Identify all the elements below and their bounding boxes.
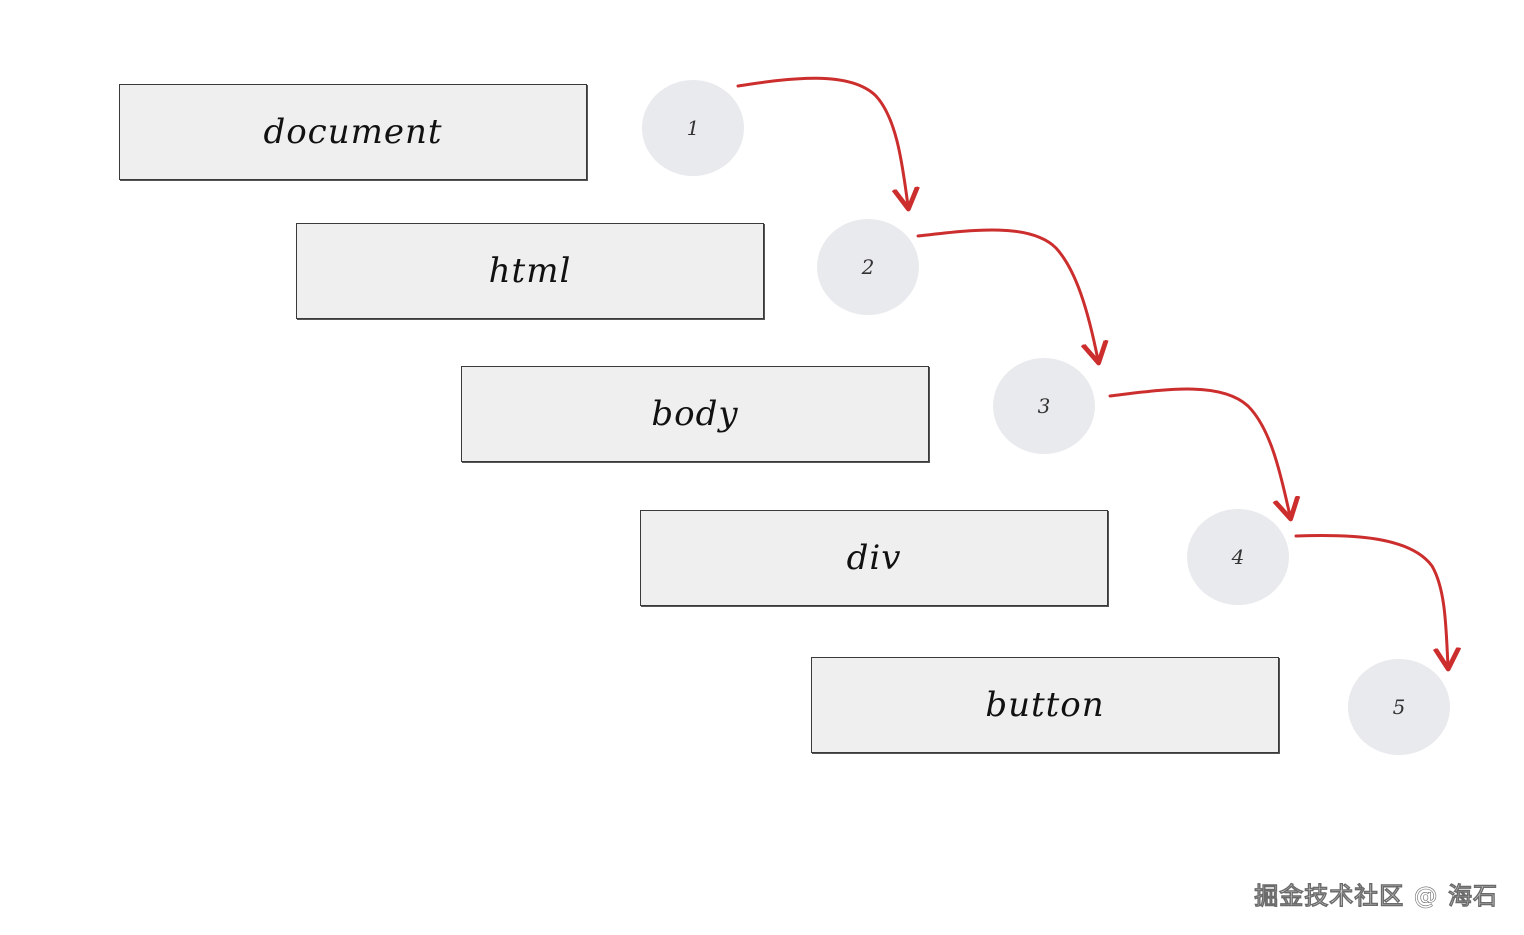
step-circle-2: 2 — [817, 219, 919, 315]
step-circle-4: 4 — [1187, 509, 1289, 605]
step-number: 4 — [1231, 545, 1245, 569]
node-body: body — [461, 366, 929, 462]
node-html: html — [296, 223, 764, 319]
arrow-1-to-2 — [736, 76, 908, 206]
node-button: button — [811, 657, 1279, 753]
step-circle-5: 5 — [1348, 659, 1450, 755]
step-number: 3 — [1037, 394, 1051, 418]
step-number: 2 — [861, 255, 875, 279]
node-label: div — [846, 538, 902, 578]
step-circle-3: 3 — [993, 358, 1095, 454]
arrow-3-to-4 — [1108, 387, 1290, 516]
node-div: div — [640, 510, 1108, 606]
node-document: document — [119, 84, 587, 180]
watermark: 掘金技术社区 @ 海石 — [1254, 882, 1498, 911]
node-label: html — [488, 251, 572, 291]
arrow-2-to-3 — [916, 228, 1098, 360]
node-label: button — [985, 685, 1105, 725]
step-circle-1: 1 — [642, 80, 744, 176]
arrow-4-to-5 — [1294, 533, 1448, 666]
step-number: 1 — [686, 116, 700, 140]
step-number: 5 — [1392, 695, 1406, 719]
node-label: body — [651, 394, 739, 434]
node-label: document — [263, 112, 443, 152]
